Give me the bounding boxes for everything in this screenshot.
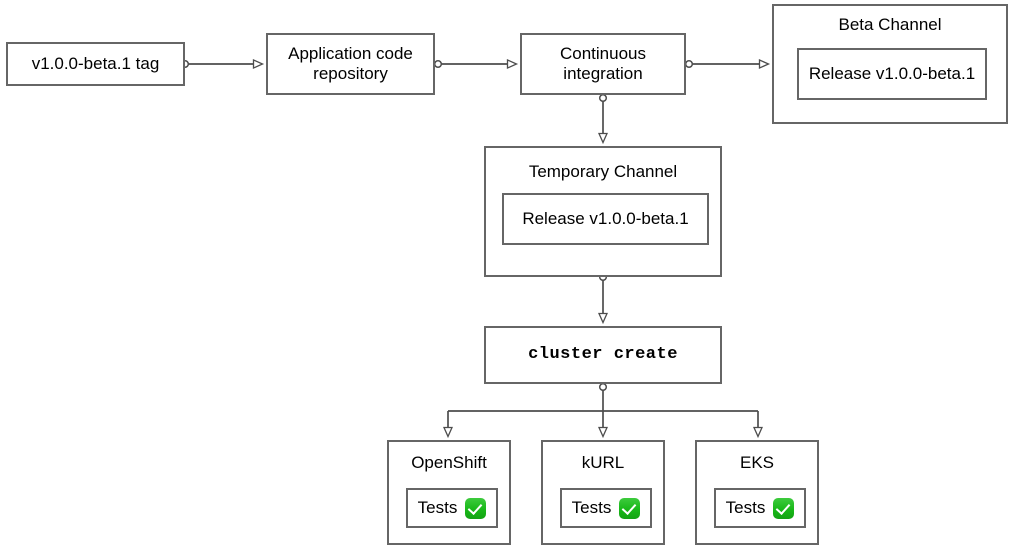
node-beta-channel-release-box[interactable]: Release v1.0.0-beta.1 bbox=[797, 48, 987, 100]
edge-source-dot bbox=[433, 59, 443, 69]
node-beta-channel-release-label: Release v1.0.0-beta.1 bbox=[808, 63, 976, 83]
edge-source-dot bbox=[684, 59, 694, 69]
node-eks[interactable]: EKS Tests bbox=[695, 440, 819, 545]
node-openshift-tests-label: Tests bbox=[417, 497, 458, 517]
node-openshift-tests-box[interactable]: Tests bbox=[406, 488, 498, 528]
node-eks-tests-box[interactable]: Tests bbox=[714, 488, 806, 528]
node-temporary-channel-release-box[interactable]: Release v1.0.0-beta.1 bbox=[502, 193, 709, 245]
node-eks-tests-label: Tests bbox=[725, 497, 766, 517]
node-continuous-integration-label: Continuous integration bbox=[559, 43, 646, 83]
edge-source-dot bbox=[598, 382, 608, 392]
green-check-icon bbox=[465, 497, 487, 519]
node-cluster-create-label: cluster create bbox=[528, 344, 678, 364]
green-check-icon bbox=[773, 497, 795, 519]
node-temporary-channel-title: Temporary Channel bbox=[528, 162, 678, 181]
node-kurl-tests-label: Tests bbox=[571, 497, 612, 517]
node-kurl[interactable]: kURL Tests bbox=[541, 440, 665, 545]
node-continuous-integration[interactable]: Continuous integration bbox=[520, 33, 686, 95]
node-tag[interactable]: v1.0.0-beta.1 tag bbox=[6, 42, 185, 86]
node-application-code-repository[interactable]: Application code repository bbox=[266, 33, 435, 95]
edge-source-dot bbox=[598, 93, 608, 103]
node-openshift-title: OpenShift bbox=[411, 453, 487, 472]
node-beta-channel[interactable]: Beta Channel Release v1.0.0-beta.1 bbox=[772, 4, 1008, 124]
node-temporary-channel-release-label: Release v1.0.0-beta.1 bbox=[522, 208, 689, 228]
node-temporary-channel[interactable]: Temporary Channel Release v1.0.0-beta.1 bbox=[484, 146, 722, 277]
node-openshift[interactable]: OpenShift Tests bbox=[387, 440, 511, 545]
node-kurl-tests-box[interactable]: Tests bbox=[560, 488, 652, 528]
node-beta-channel-title: Beta Channel bbox=[838, 15, 942, 34]
node-application-code-repository-label: Application code repository bbox=[288, 43, 413, 83]
node-tag-label: v1.0.0-beta.1 tag bbox=[31, 53, 160, 73]
green-check-icon bbox=[619, 497, 641, 519]
node-eks-title: EKS bbox=[739, 453, 775, 472]
node-cluster-create[interactable]: cluster create bbox=[484, 326, 722, 384]
node-kurl-title: kURL bbox=[581, 453, 625, 472]
